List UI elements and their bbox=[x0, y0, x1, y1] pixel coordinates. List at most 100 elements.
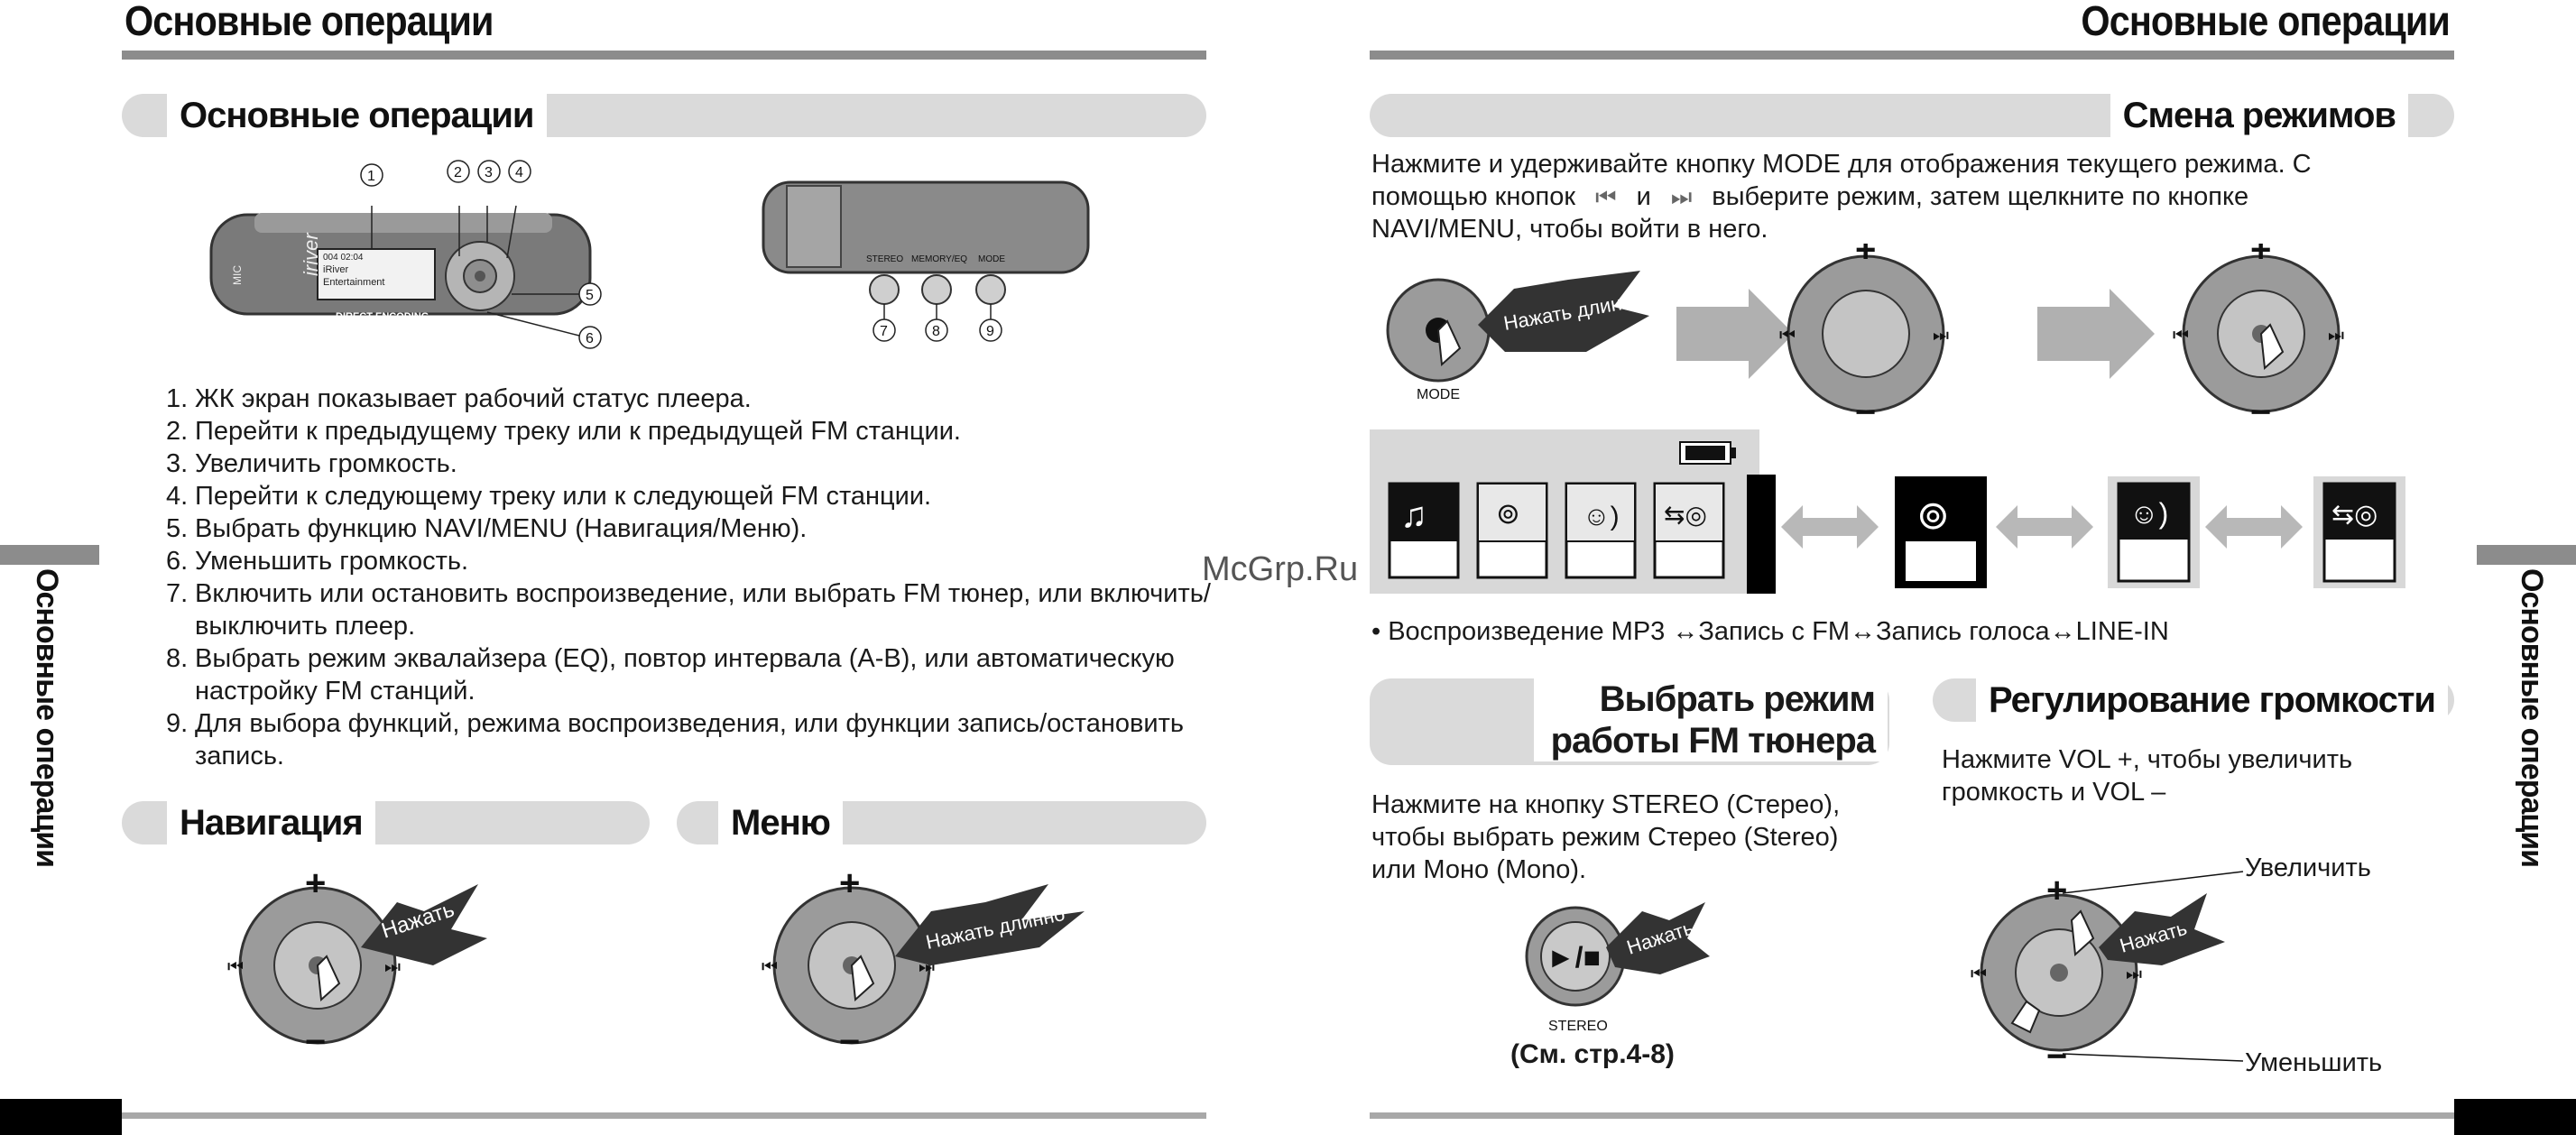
menu-plus: + bbox=[839, 866, 860, 903]
list-item: 4.Перейти к следующему треку или к следу… bbox=[166, 482, 932, 511]
mode-burst-shape bbox=[1478, 271, 1649, 352]
left-side-text: Основные операции bbox=[30, 568, 64, 868]
list-item: 7.Включить или остановить воспроизведени… bbox=[166, 579, 1211, 641]
menu-joystick-illustration: + − ⏮ ⏭ Нажать длинно bbox=[762, 866, 1085, 1056]
list-item: 1.ЖК экран показывает рабочий статус пле… bbox=[166, 384, 752, 413]
menu-section-title: Меню bbox=[718, 801, 843, 844]
btn-label-mode: MODE bbox=[978, 254, 1005, 264]
hand-press-icon bbox=[850, 955, 875, 1002]
mode-minus-1: − bbox=[1855, 392, 1876, 424]
left-header-title: Основные операции bbox=[125, 0, 494, 44]
right-header-rule bbox=[1370, 51, 2454, 60]
callout-1: 1 bbox=[367, 169, 375, 184]
list-item: 6.Уменьшить громкость. bbox=[166, 547, 469, 576]
nav-minus: − bbox=[305, 1022, 326, 1056]
stereo-button-illustration: ►/■ STEREO Нажать bbox=[1525, 902, 1710, 1034]
svg-text:♫: ♫ bbox=[1400, 495, 1427, 535]
linein-mode-large-icon: ⇆◎ bbox=[2313, 476, 2405, 588]
nav-joystick-illustration: + − ⏮ ⏭ Нажать bbox=[227, 866, 487, 1056]
prev-icon: ⏮ bbox=[762, 957, 778, 977]
callout-2: 2 bbox=[454, 165, 462, 180]
volume-plus: + bbox=[2046, 871, 2067, 910]
double-arrow-icon bbox=[2205, 505, 2303, 549]
mode-sequence-bullet: • Воспроизведение MP3 ↔Запись с FM↔Запис… bbox=[1371, 617, 2169, 646]
line-in-icon: ⇆◎ bbox=[1653, 482, 1725, 579]
play-stop-glyph: ►/■ bbox=[1547, 941, 1601, 974]
mode-plus-1: + bbox=[1855, 244, 1876, 270]
prev-icon: ⏮ bbox=[1779, 326, 1796, 346]
nav-burst-shape bbox=[361, 884, 487, 965]
menu-minus: − bbox=[839, 1022, 860, 1056]
nav-section-title: Навигация bbox=[167, 801, 375, 844]
mode-minus-2: − bbox=[2250, 392, 2271, 424]
mode-button-label: MODE bbox=[1417, 387, 1460, 402]
function-list: 1.ЖК экран показывает рабочий статус пле… bbox=[166, 383, 1213, 772]
volume-section-title: Регулирование громкости bbox=[1976, 678, 2449, 722]
prev-button-icon: ⏮ bbox=[1595, 183, 1617, 210]
svg-text:☺): ☺) bbox=[1583, 502, 1620, 531]
btn-label-stereo: STEREO bbox=[866, 254, 903, 264]
svg-text:⊚: ⊚ bbox=[1916, 494, 1950, 538]
callout-7: 7 bbox=[880, 324, 888, 339]
list-item: 2.Перейти к предыдущему треку или к пред… bbox=[166, 417, 961, 446]
callout-8: 8 bbox=[932, 324, 940, 339]
lcd-line-2: iRiver bbox=[323, 264, 348, 275]
next-icon: ⏭ bbox=[2328, 326, 2344, 346]
left-footer-rule bbox=[122, 1112, 1206, 1119]
volume-minus: − bbox=[2046, 1037, 2067, 1074]
left-section-title: Основные операции bbox=[167, 94, 547, 137]
right-footer-rule bbox=[1370, 1112, 2454, 1119]
callout-9: 9 bbox=[986, 324, 994, 339]
hand-down-icon bbox=[2010, 1000, 2041, 1034]
right-page-corner bbox=[2454, 1099, 2576, 1135]
list-item: 5.Выбрать функцию NAVI/MENU (Навигация/М… bbox=[166, 514, 808, 543]
callout-3: 3 bbox=[485, 165, 493, 180]
list-item: 8.Выбрать режим эквалайзера (EQ), повтор… bbox=[166, 644, 1175, 706]
arrow-right-icon bbox=[2037, 289, 2155, 379]
mode-flow-illustration: MODE Нажать длинно + − ⏮ ⏭ + − ⏮ ⏭ bbox=[1386, 244, 2344, 424]
prev-icon: ⏮ bbox=[1971, 964, 1987, 984]
mode-icons-strip: ♫ ⊚ ☺) ⇆◎ ⊚ ☺) ⇆◎ bbox=[1370, 429, 2405, 594]
menu-burst-shape bbox=[895, 884, 1085, 965]
fm-section-title: Выбрать режим работы FM тюнера bbox=[1534, 678, 1888, 761]
fm-record-icon: ⊚ bbox=[1476, 482, 1548, 579]
player-front-diagram: 004 02:04 iRiver Entertainment DIRECT EN… bbox=[209, 160, 602, 349]
right-side-tab bbox=[2477, 545, 2576, 565]
svg-text:⇆◎: ⇆◎ bbox=[2331, 500, 2377, 530]
lcd-line-3: Entertainment bbox=[323, 277, 384, 288]
callout-4: 4 bbox=[515, 165, 523, 180]
watermark: McGrp.Ru bbox=[1202, 550, 1359, 588]
volume-joystick-illustration: + − ⏮ ⏭ Нажать bbox=[1971, 871, 2244, 1074]
volume-increase-label: Увеличить bbox=[2245, 854, 2371, 882]
volume-instructions: Нажмите VOL +, чтобы увеличить громкость… bbox=[1942, 745, 2353, 807]
fm-instructions: Нажмите на кнопку STEREO (Стерео), чтобы… bbox=[1371, 790, 1841, 884]
brand-logo: iriver bbox=[300, 232, 322, 276]
btn-label-memory: MEMORY/EQ bbox=[911, 254, 967, 264]
callout-5: 5 bbox=[586, 288, 594, 303]
mode-section-title: Смена режимов bbox=[2110, 94, 2408, 137]
callout-6: 6 bbox=[586, 331, 594, 346]
list-item: 3.Увеличить громкость. bbox=[166, 449, 457, 478]
next-icon: ⏭ bbox=[1933, 326, 1949, 346]
voice-mode-large-icon: ☺) bbox=[2108, 476, 2200, 588]
mode-plus-2: + bbox=[2250, 244, 2271, 270]
left-page-corner bbox=[0, 1099, 122, 1135]
right-side-text: Основные операции bbox=[2515, 568, 2549, 868]
mp3-play-icon: ♫ bbox=[1388, 482, 1460, 579]
lcd-line-4: DIRECT ENCODING bbox=[336, 311, 429, 322]
mode-instructions: Нажмите и удерживайте кнопку MODE для от… bbox=[1371, 150, 2312, 244]
left-header-rule bbox=[122, 51, 1206, 60]
stereo-button-label: STEREO bbox=[1548, 1019, 1608, 1034]
nav-plus: + bbox=[305, 866, 326, 903]
mic-label: MIC bbox=[231, 265, 244, 285]
svg-text:⊚: ⊚ bbox=[1496, 497, 1520, 530]
player-top-diagram: STEREO MEMORY/EQ MODE 7 8 9 bbox=[762, 180, 1090, 342]
hand-press-icon bbox=[2259, 323, 2285, 371]
fm-mode-large-icon: ⊚ bbox=[1895, 476, 1987, 588]
volume-burst-shape bbox=[2099, 893, 2225, 965]
hand-press-icon bbox=[1436, 319, 1462, 367]
hand-up-icon bbox=[2070, 909, 2095, 957]
stereo-burst-shape bbox=[1606, 902, 1710, 974]
volume-decrease-label: Уменьшить bbox=[2245, 1048, 2383, 1077]
next-icon: ⏭ bbox=[2126, 964, 2142, 984]
